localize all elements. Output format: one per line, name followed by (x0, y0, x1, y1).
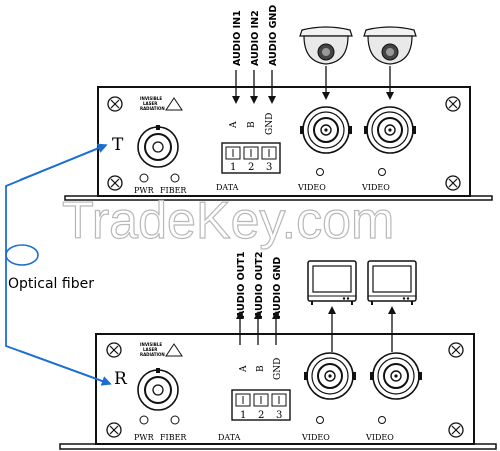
video-label: VIDEO (297, 183, 326, 192)
terminal-number: 2 (258, 410, 264, 421)
svg-text:INVISIBLE: INVISIBLE (140, 342, 162, 347)
terminal-label-b: B (256, 365, 266, 372)
terminal-number: 3 (266, 162, 272, 173)
terminal-label-gnd: GND (273, 358, 283, 380)
camera-icon (363, 26, 417, 65)
svg-text:INVISIBLE: INVISIBLE (140, 96, 162, 101)
data-label: DATA (216, 183, 239, 192)
video-led-icon (378, 168, 386, 176)
terminal-number: 1 (230, 162, 236, 173)
receiver-unit: INVISIBLE LASER RADIATION R PWR FIBER A … (59, 252, 497, 450)
monitor-icon (367, 260, 417, 306)
laser-warning-label: INVISIBLE LASER RADIATION (140, 96, 183, 111)
audio-signal-label: AUDIO OUT1 (236, 252, 247, 318)
svg-text:RADIATION: RADIATION (140, 352, 165, 357)
fiber-label: FIBER (160, 433, 187, 442)
data-terminal-block: A B GND 1 2 3 DATA (216, 113, 281, 192)
pwr-led-icon (139, 415, 149, 425)
svg-text:RADIATION: RADIATION (140, 106, 165, 111)
audio-signal-label: AUDIO IN1 (232, 10, 243, 66)
watermark: TradeKey.com (62, 192, 394, 250)
svg-text:LASER: LASER (143, 101, 157, 106)
screw-icon (106, 422, 122, 438)
terminal-label-gnd: GND (265, 113, 275, 135)
video-label: VIDEO (301, 433, 330, 442)
screw-icon (445, 175, 461, 191)
fiber-label: FIBER (160, 186, 187, 195)
audio-signal-label: AUDIO IN2 (250, 10, 261, 66)
audio-signal-label: AUDIO GND (268, 5, 279, 66)
optical-fiber-label: Optical fiber (8, 276, 94, 292)
video-led-icon (316, 168, 324, 176)
laser-warning-label: INVISIBLE LASER RADIATION (140, 342, 183, 357)
terminal-number: 3 (276, 410, 282, 421)
camera-icon (299, 26, 353, 65)
transmitter-tag: T (112, 135, 124, 155)
optical-fiber-link: Optical fiber (5, 143, 112, 386)
terminal-number: 1 (240, 410, 246, 421)
fiber-led-icon (170, 173, 180, 183)
screw-icon (445, 96, 461, 112)
monitor-icon (307, 260, 357, 306)
pwr-label: PWR (134, 433, 155, 442)
video-led-icon (316, 416, 324, 424)
terminal-number: 2 (248, 162, 254, 173)
screw-icon (106, 342, 122, 358)
video-led-icon (378, 416, 386, 424)
pwr-label: PWR (134, 186, 155, 195)
fiber-led-icon (170, 415, 180, 425)
terminal-label-a: A (229, 121, 239, 129)
data-label: DATA (218, 433, 241, 442)
screw-icon (107, 175, 123, 191)
screw-icon (448, 422, 464, 438)
fiber-bundle-icon (5, 244, 39, 266)
audio-signal-label: AUDIO OUT2 (254, 252, 265, 318)
laser-hazard-icon (165, 97, 183, 111)
audio-signal-label: AUDIO GND (272, 257, 283, 318)
svg-text:LASER: LASER (143, 347, 157, 352)
transmitter-unit: INVISIBLE LASER RADIATION T PWR FIBER A … (64, 5, 493, 201)
screw-icon (448, 342, 464, 358)
video-label: VIDEO (361, 183, 390, 192)
receiver-tag: R (114, 369, 128, 389)
screw-icon (107, 96, 123, 112)
terminal-label-a: A (239, 365, 249, 373)
pwr-led-icon (139, 173, 149, 183)
laser-hazard-icon (165, 343, 183, 357)
data-terminal-block: A B GND 1 2 3 DATA (218, 358, 291, 442)
terminal-label-b: B (247, 121, 257, 128)
video-label: VIDEO (365, 433, 394, 442)
